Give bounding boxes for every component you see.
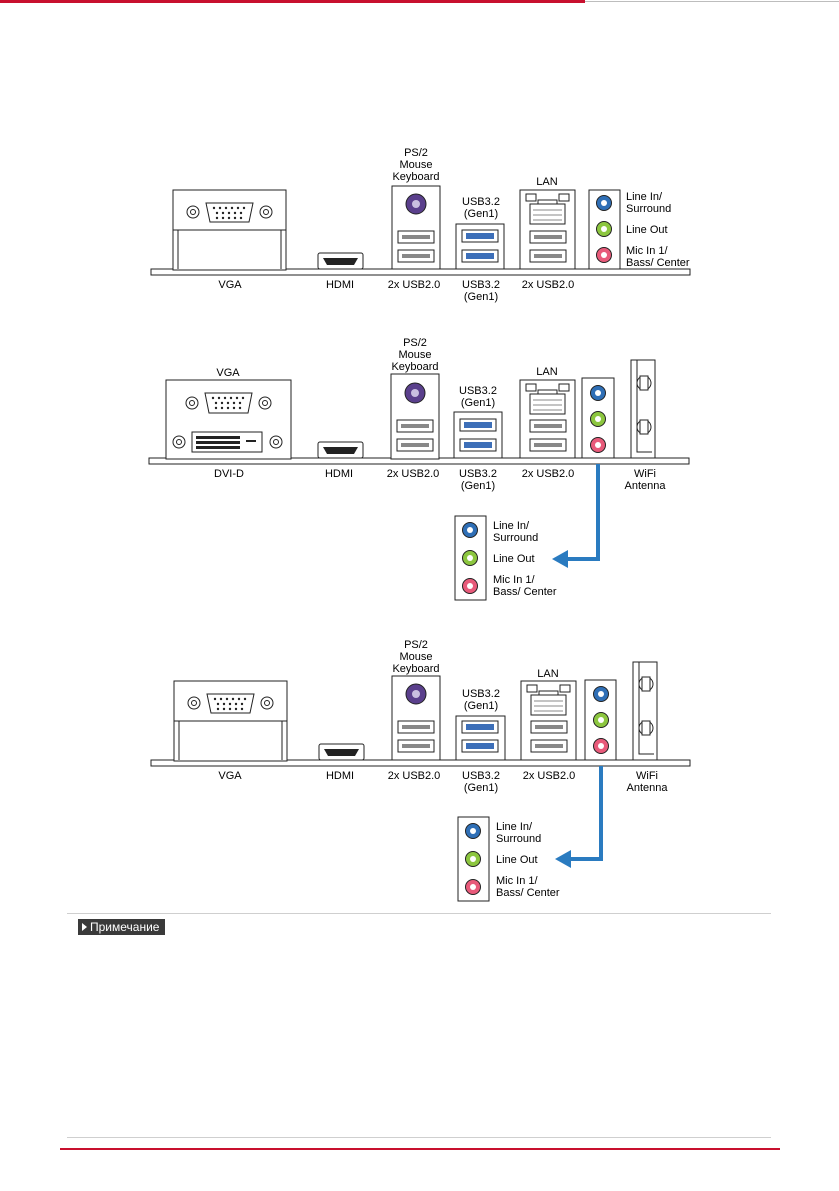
lan-label: LAN xyxy=(536,366,557,378)
usb32-label-line2: (Gen1) xyxy=(464,782,498,794)
audio-label-bass-center: Bass/ Center xyxy=(626,257,690,269)
ps2-usb20-stack xyxy=(390,373,440,460)
usb32-label-line1: USB3.2 xyxy=(459,468,497,480)
ps2-label-line1: PS/2 xyxy=(404,147,428,159)
callout-arrow xyxy=(565,464,600,561)
hdmi-port xyxy=(318,743,365,761)
usb32-port xyxy=(455,223,505,270)
top-rule-gray xyxy=(585,1,839,2)
hdmi-label: HDMI xyxy=(326,279,354,291)
usb32-top-label-line1: USB3.2 xyxy=(459,385,497,397)
lan-label: LAN xyxy=(537,668,558,680)
audio-jacks xyxy=(588,189,621,270)
audio-label-line-in: Line In/ xyxy=(626,191,663,203)
note-label: Примечание xyxy=(90,920,160,934)
top-rule xyxy=(0,0,839,5)
audio-label-surround: Surround xyxy=(626,203,671,215)
wifi-label-line2: Antenna xyxy=(627,782,669,794)
callout-label-mic-in: Mic In 1/ xyxy=(493,574,536,586)
callout-label-surround: Surround xyxy=(493,532,538,544)
ps2-label-line3: Keyboard xyxy=(391,361,438,373)
callout-label-line-out: Line Out xyxy=(496,854,538,866)
wifi-label-line2: Antenna xyxy=(625,480,667,492)
vga-dvi-port xyxy=(165,379,292,460)
audio-callout xyxy=(454,515,487,601)
note-badge: Примечание xyxy=(78,919,166,935)
wifi-antenna-bracket xyxy=(632,661,658,761)
footer-red-rule xyxy=(60,1148,780,1150)
usb32-label-line1: USB3.2 xyxy=(462,770,500,782)
ps2-label-line3: Keyboard xyxy=(392,663,439,675)
rear-panel-diagram-1: PS/2 Mouse Keyboard USB3.2 (Gen1) LAN Li… xyxy=(150,147,691,303)
play-triangle-icon xyxy=(82,923,87,931)
ps2-label-line1: PS/2 xyxy=(404,639,428,651)
hdmi-label: HDMI xyxy=(326,770,354,782)
callout-label-line-in: Line In/ xyxy=(493,520,530,532)
ps2-usb20-stack xyxy=(391,185,441,270)
vga-port xyxy=(173,680,288,762)
callout-label-line-out: Line Out xyxy=(493,553,535,565)
lan-usb20-stack xyxy=(520,680,577,761)
rear-panel-diagram-3: Line In/ Surround Line Out Mic In 1/ Bas… xyxy=(150,639,691,902)
usb32-top-label-line2: (Gen1) xyxy=(464,700,498,712)
dvi-label: DVI-D xyxy=(214,468,244,480)
hdmi-port xyxy=(317,252,364,270)
usb20-label-a: 2x USB2.0 xyxy=(387,468,440,480)
usb32-top-label-line1: USB3.2 xyxy=(462,688,500,700)
wifi-label-line1: WiFi xyxy=(634,468,656,480)
usb32-label-line1: USB3.2 xyxy=(462,279,500,291)
usb20-label-b: 2x USB2.0 xyxy=(523,770,576,782)
ps2-label-line2: Mouse xyxy=(399,651,432,663)
usb32-top-label-line1: USB3.2 xyxy=(462,196,500,208)
callout-label-mic-in: Mic In 1/ xyxy=(496,875,539,887)
rear-panel-diagram-2: Line In/ Surround Line Out Mic In 1/ Bas… xyxy=(148,337,690,601)
footer-divider xyxy=(67,1137,771,1138)
callout-arrowhead xyxy=(555,850,571,868)
ps2-usb20-stack xyxy=(391,675,441,761)
lan-usb20-stack xyxy=(519,189,576,270)
ps2-label-line2: Mouse xyxy=(399,159,432,171)
ps2-label-line1: PS/2 xyxy=(403,337,427,349)
lan-usb20-stack xyxy=(519,379,576,459)
audio-label-mic-in: Mic In 1/ xyxy=(626,245,669,257)
audio-jacks xyxy=(584,679,617,761)
usb32-label-line2: (Gen1) xyxy=(461,480,495,492)
ps2-label-line3: Keyboard xyxy=(392,171,439,183)
vga-label: VGA xyxy=(218,279,242,291)
usb32-top-label-line2: (Gen1) xyxy=(464,208,498,220)
vga-label: VGA xyxy=(218,770,242,782)
usb32-port xyxy=(455,715,506,761)
vga-port xyxy=(172,189,287,271)
top-rule-red xyxy=(0,0,585,3)
usb20-label-b: 2x USB2.0 xyxy=(522,468,575,480)
usb20-label-b: 2x USB2.0 xyxy=(522,279,575,291)
audio-label-line-out: Line Out xyxy=(626,224,668,236)
note-divider xyxy=(67,913,771,914)
audio-jacks xyxy=(581,377,615,459)
hdmi-port xyxy=(317,441,364,459)
callout-label-surround: Surround xyxy=(496,833,541,845)
vga-top-label: VGA xyxy=(216,367,240,379)
ps2-label-line2: Mouse xyxy=(398,349,431,361)
usb20-label-a: 2x USB2.0 xyxy=(388,770,441,782)
callout-label-line-in: Line In/ xyxy=(496,821,533,833)
audio-callout xyxy=(457,816,490,902)
callout-arrowhead xyxy=(552,550,568,568)
callout-arrow xyxy=(568,766,603,861)
lan-label: LAN xyxy=(536,176,557,188)
hdmi-label: HDMI xyxy=(325,468,353,480)
usb32-port xyxy=(453,411,503,459)
usb32-label-line2: (Gen1) xyxy=(464,291,498,303)
usb20-label-a: 2x USB2.0 xyxy=(388,279,441,291)
callout-label-bass-center: Bass/ Center xyxy=(496,887,560,899)
callout-label-bass-center: Bass/ Center xyxy=(493,586,557,598)
wifi-label-line1: WiFi xyxy=(636,770,658,782)
usb32-top-label-line2: (Gen1) xyxy=(461,397,495,409)
wifi-antenna-bracket xyxy=(630,359,656,459)
